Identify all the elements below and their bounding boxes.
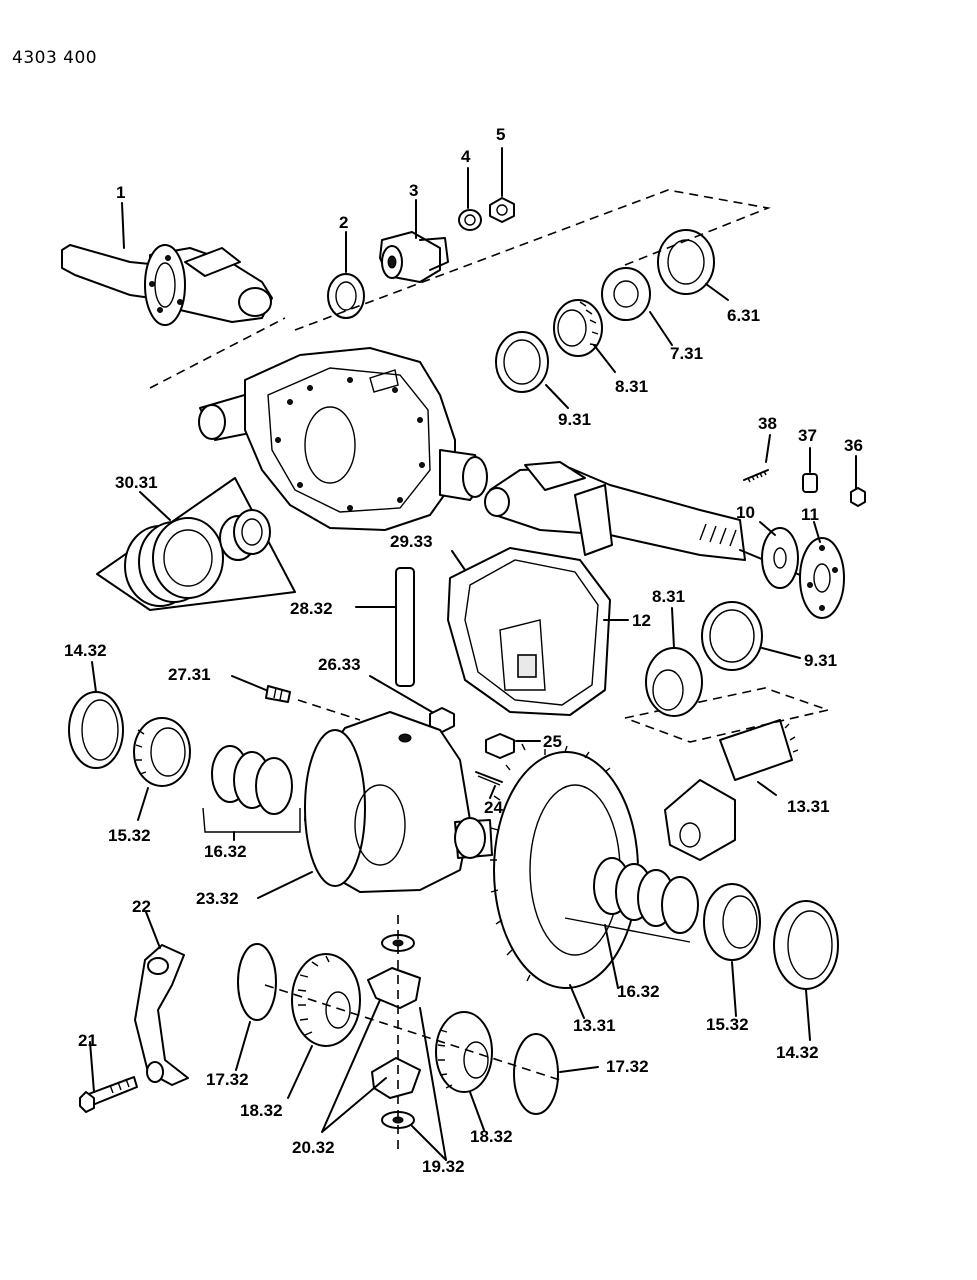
part-38-stud: [743, 469, 769, 483]
part-8-inner-pinion-bearing: [645, 647, 703, 717]
callout-36: 36: [844, 436, 863, 455]
part-23-differential-case: [304, 711, 493, 893]
part-30-shim-pack: [96, 477, 296, 611]
part-5-nut: [489, 197, 515, 223]
callout-18-right: 18.32: [470, 1127, 513, 1146]
callout-6: 6.31: [727, 306, 760, 325]
callout-13-ring: 13.31: [573, 1016, 616, 1035]
callout-1: 1: [116, 183, 125, 202]
part-10-gasket: [761, 527, 799, 589]
axle-group-outline: [149, 317, 286, 389]
part-25-fill-plug: [485, 733, 515, 759]
callout-16-left: 16.32: [204, 842, 247, 861]
part-17-thrust-washer-right: [513, 1033, 559, 1115]
part-8-outer-pinion-bearing: [553, 299, 603, 357]
part-18-side-gear-right: [435, 1011, 493, 1093]
part-24-pin: [475, 771, 503, 786]
part-13-ring-gear: [490, 743, 639, 989]
part-18-side-gear-left: [291, 953, 361, 1047]
axle-tube-left: [61, 244, 273, 326]
axle-housing: [198, 347, 488, 531]
callout-13-pinion: 13.31: [787, 797, 830, 816]
callout-21: 21: [78, 1031, 97, 1050]
document-id: 4303 400: [12, 48, 98, 68]
leader-lines: [89, 147, 857, 1161]
part-22-bearing-cap: [134, 944, 189, 1086]
part-13-drive-pinion: [664, 719, 799, 861]
callout-37: 37: [798, 426, 817, 445]
part-14-bearing-cup-right: [773, 900, 839, 990]
callout-22: 22: [132, 897, 151, 916]
pinion-bearing-outline: [624, 687, 831, 743]
callout-3: 3: [409, 181, 418, 200]
callout-labels: 1 2 3 4 5 6.31 7.31 8.31 9.31 38 37 36 1…: [64, 125, 863, 1176]
callout-14-right: 14.32: [776, 1043, 819, 1062]
callout-17-left: 17.32: [206, 1070, 249, 1089]
callout-14-left: 14.32: [64, 641, 107, 660]
part-21-cap-bolt: [79, 1076, 138, 1113]
callout-12: 12: [632, 611, 651, 630]
gear-centerline: [264, 915, 561, 1150]
callout-9-upper: 9.31: [558, 410, 591, 429]
callout-8-lower: 8.31: [652, 587, 685, 606]
callout-29: 29.33: [390, 532, 433, 551]
callout-8-upper: 8.31: [615, 377, 648, 396]
callout-26: 26.33: [318, 655, 361, 674]
callout-16-right: 16.32: [617, 982, 660, 1001]
part-15-bearing-right: [703, 883, 761, 961]
part-9-bearing-cup-right: [701, 601, 763, 671]
callout-17-right: 17.32: [606, 1057, 649, 1076]
part-16-shims-right: [564, 857, 699, 943]
callout-27: 27.31: [168, 665, 211, 684]
callout-9-lower: 9.31: [804, 651, 837, 670]
axle-tube-right: [484, 461, 801, 576]
callout-28: 28.32: [290, 599, 333, 618]
part-17-thrust-washer-left: [237, 943, 277, 1021]
callout-15-right: 15.32: [706, 1015, 749, 1034]
callout-15-left: 15.32: [108, 826, 151, 845]
part-14-bearing-cup-left: [68, 691, 124, 769]
callout-23: 23.32: [196, 889, 239, 908]
callout-4: 4: [461, 147, 471, 166]
part-3-yoke: [379, 231, 449, 283]
callout-11: 11: [801, 505, 819, 524]
part-20-pinion-gear-upper: [367, 967, 421, 1009]
part-7-oil-slinger: [601, 267, 651, 321]
callout-24: 24: [484, 798, 503, 817]
part-11-flange: [799, 537, 845, 619]
part-15-bearing-left: [133, 717, 191, 787]
callout-10: 10: [736, 503, 755, 522]
part-2-seal: [327, 273, 365, 319]
callout-2: 2: [339, 213, 348, 232]
callout-20: 20.32: [292, 1138, 335, 1157]
callout-18-left: 18.32: [240, 1101, 283, 1120]
part-28-pinion-shaft: [395, 567, 415, 687]
callout-7: 7.31: [670, 344, 703, 363]
callout-5: 5: [496, 125, 505, 144]
callout-25: 25: [543, 732, 562, 751]
part-16-shims-left: [202, 745, 301, 833]
part-37-sleeve: [802, 473, 818, 493]
part-36-nut: [850, 487, 866, 507]
callout-38: 38: [758, 414, 777, 433]
part-9-bearing-cup: [495, 331, 549, 393]
part-4-washer: [458, 209, 482, 231]
callout-19: 19.32: [422, 1157, 465, 1176]
pinion-group-outline: [294, 189, 771, 331]
part-20-pinion-gear-lower: [371, 1057, 421, 1099]
callout-30: 30.31: [115, 473, 158, 492]
part-27-bolt: [265, 685, 291, 703]
part-29-cover: [447, 547, 611, 716]
